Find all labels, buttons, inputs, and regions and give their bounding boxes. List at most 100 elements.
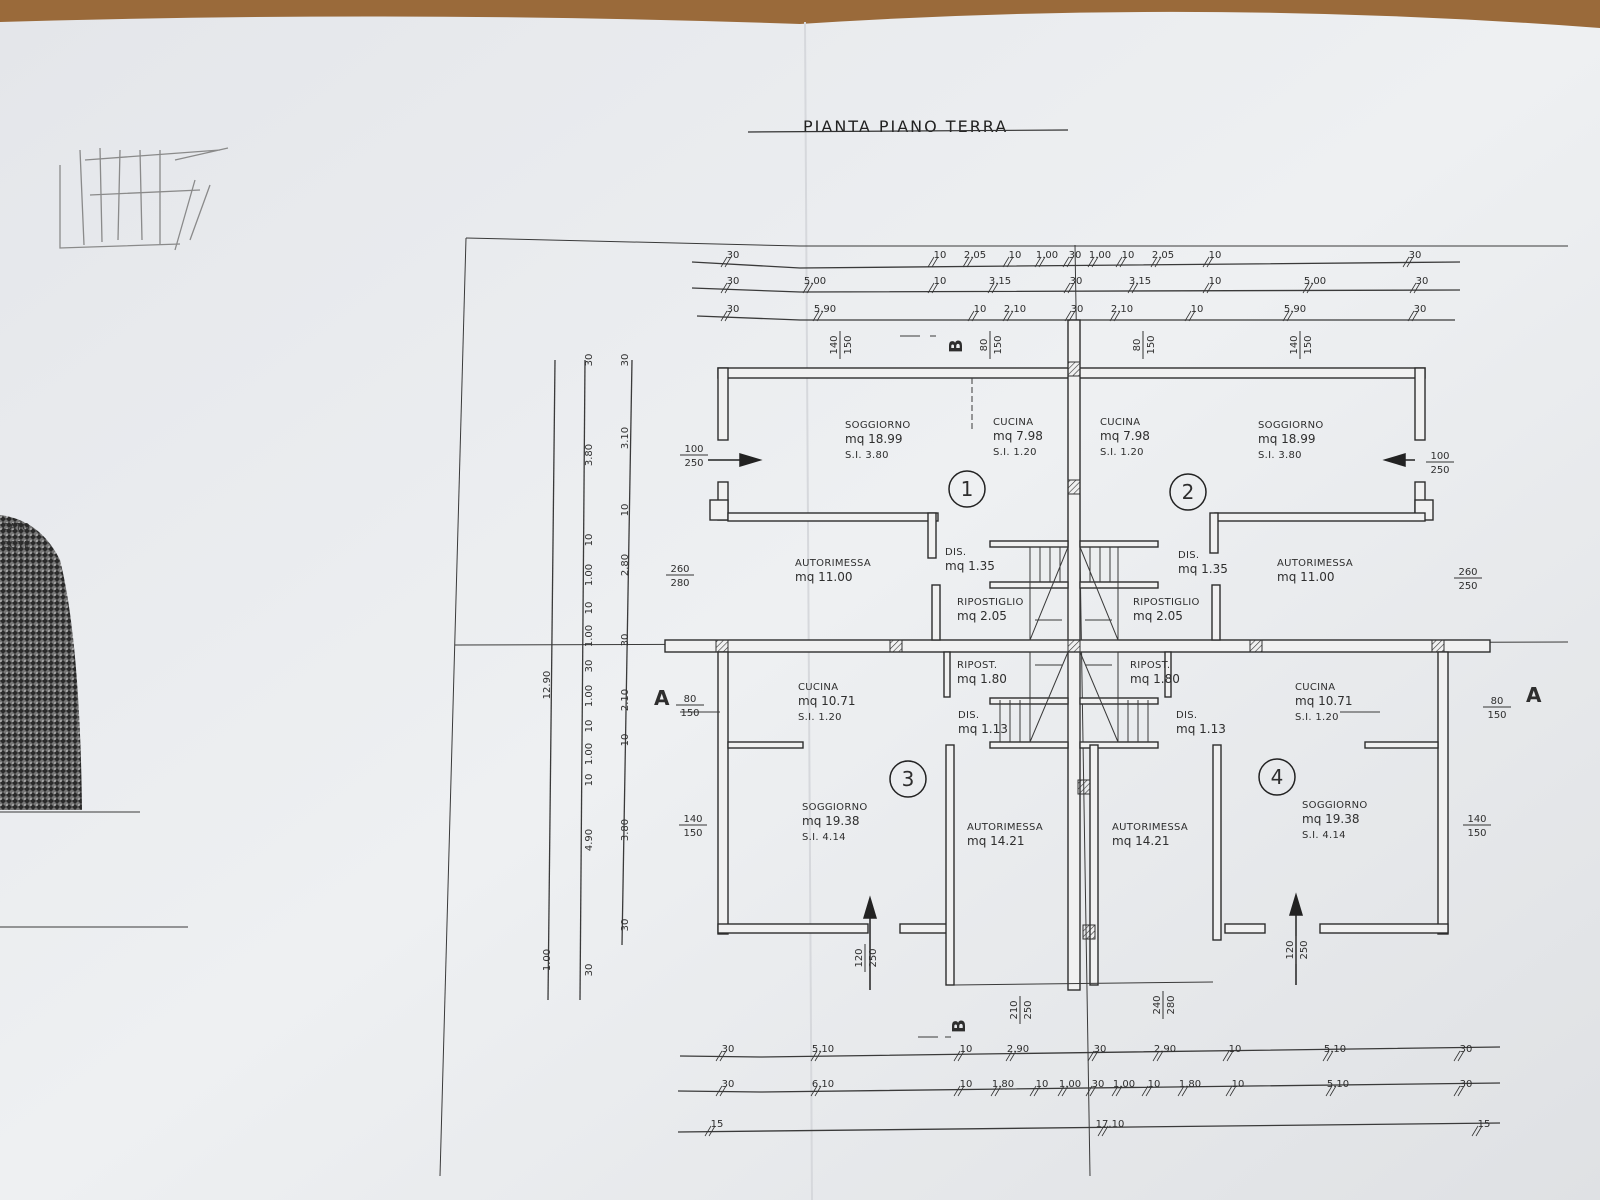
opening-height: 250	[1430, 465, 1449, 476]
opening-width: 240	[1152, 995, 1163, 1014]
dimension-bottom-1: 2.90	[1007, 1044, 1029, 1055]
dimension-left-3: 30	[620, 919, 631, 932]
opening-height: 250	[1299, 940, 1310, 959]
dimension-left-3: 2.80	[620, 554, 631, 576]
opening-width: 120	[854, 948, 865, 967]
room-name: DIS.	[958, 710, 979, 721]
dimension-left-2: 3.80	[584, 444, 595, 466]
room-illuminated-surface: S.I. 3.80	[1258, 450, 1302, 461]
opening-width: 120	[1285, 940, 1296, 959]
room-area: mq 2.05	[957, 609, 1007, 623]
section-mark-b-bottom: B	[949, 1019, 970, 1033]
dimension-bottom-2: 10	[1232, 1079, 1245, 1090]
opening-height: 150	[843, 335, 854, 354]
dimension-left-2: 10	[584, 602, 595, 615]
margin-text: CATO	[2, 522, 30, 533]
dimension-top-2: 30	[1416, 276, 1429, 287]
dimension-top-2: 3.15	[989, 276, 1011, 287]
opening-height: 150	[683, 828, 702, 839]
opening-height: 150	[680, 708, 699, 719]
dimension-bottom-2: 10	[1148, 1079, 1161, 1090]
dimension-top-1: 1.00	[1036, 250, 1058, 261]
room-area: mq 1.35	[945, 559, 995, 573]
dimension-bottom-2: 1.00	[1059, 1079, 1081, 1090]
dimension-top-1: 2.05	[1152, 250, 1174, 261]
dimension-top-1: 10	[1122, 250, 1135, 261]
dimension-left-1: 1.00	[542, 949, 553, 971]
room-illuminated-surface: S.I. 4.14	[1302, 830, 1346, 841]
room-name: DIS.	[1178, 550, 1199, 561]
section-marks: B B A A	[654, 335, 1542, 1038]
dimension-left-2: 30	[584, 660, 595, 673]
dimension-top-3: 5.90	[1284, 304, 1306, 315]
dimension-top-2: 5.00	[1304, 276, 1326, 287]
opening-width: 260	[1458, 567, 1477, 578]
room-area: mq 19.38	[1302, 812, 1359, 826]
room-illuminated-surface: S.I. 1.20	[993, 447, 1037, 458]
opening-width: 210	[1009, 1000, 1020, 1019]
dimension-bottom-2: 6.10	[812, 1079, 834, 1090]
unit-number: 1	[961, 477, 974, 501]
room-area: mq 11.00	[795, 570, 852, 584]
room-area: mq 1.80	[957, 672, 1007, 686]
opening-width: 80	[1132, 339, 1143, 352]
dimension-bottom-2: 1.80	[1179, 1079, 1201, 1090]
room-name: SOGGIORNO	[802, 802, 868, 813]
dimension-bottom-2: 10	[960, 1079, 973, 1090]
room-illuminated-surface: S.I. 1.20	[1100, 447, 1144, 458]
room-name: DIS.	[1176, 710, 1197, 721]
room-name: RIPOST.	[1130, 660, 1170, 671]
dimension-bottom-1: 5.10	[812, 1044, 834, 1055]
unit-circle	[1169, 473, 1207, 511]
dimension-bottom-1: 30	[1460, 1044, 1473, 1055]
room-label: DIS.mq 1.35	[1178, 550, 1228, 576]
opening-width: 140	[829, 335, 840, 354]
dimension-left-2: 4.90	[584, 829, 595, 851]
dimension-left-3: 10	[620, 504, 631, 517]
room-name: AUTORIMESSA	[1112, 822, 1188, 833]
room-name: CUCINA	[993, 417, 1033, 428]
dimension-left-1: 12.90	[542, 671, 553, 700]
dimension-top-1: 30	[727, 250, 740, 261]
margin-text: COTE	[2, 540, 30, 551]
room-illuminated-surface: S.I. 1.20	[798, 712, 842, 723]
room-label: DIS.mq 1.13	[1176, 710, 1226, 736]
dimension-top-3: 10	[974, 304, 987, 315]
dimension-left-2: 10	[584, 774, 595, 787]
dimension-left-2: 10	[584, 534, 595, 547]
unit-circle	[1258, 758, 1296, 796]
unit-circle	[948, 470, 986, 508]
dimension-bottom-3: 15	[711, 1119, 724, 1130]
dimension-bottom-3: 15	[1478, 1119, 1491, 1130]
opening-height: 250	[1023, 1000, 1034, 1019]
room-area: mq 1.80	[1130, 672, 1180, 686]
room-area: mq 19.38	[802, 814, 859, 828]
dimension-left-2: 1.00	[584, 685, 595, 707]
dimension-top-3: 2.10	[1004, 304, 1026, 315]
dimension-left-3: 10	[620, 734, 631, 747]
dimension-left-2: 30	[584, 354, 595, 367]
staircases	[999, 546, 1149, 743]
plan-title: PIANTA PIANO TERRA	[803, 117, 1008, 136]
opening-height: 250	[868, 948, 879, 967]
room-illuminated-surface: S.I. 3.80	[845, 450, 889, 461]
